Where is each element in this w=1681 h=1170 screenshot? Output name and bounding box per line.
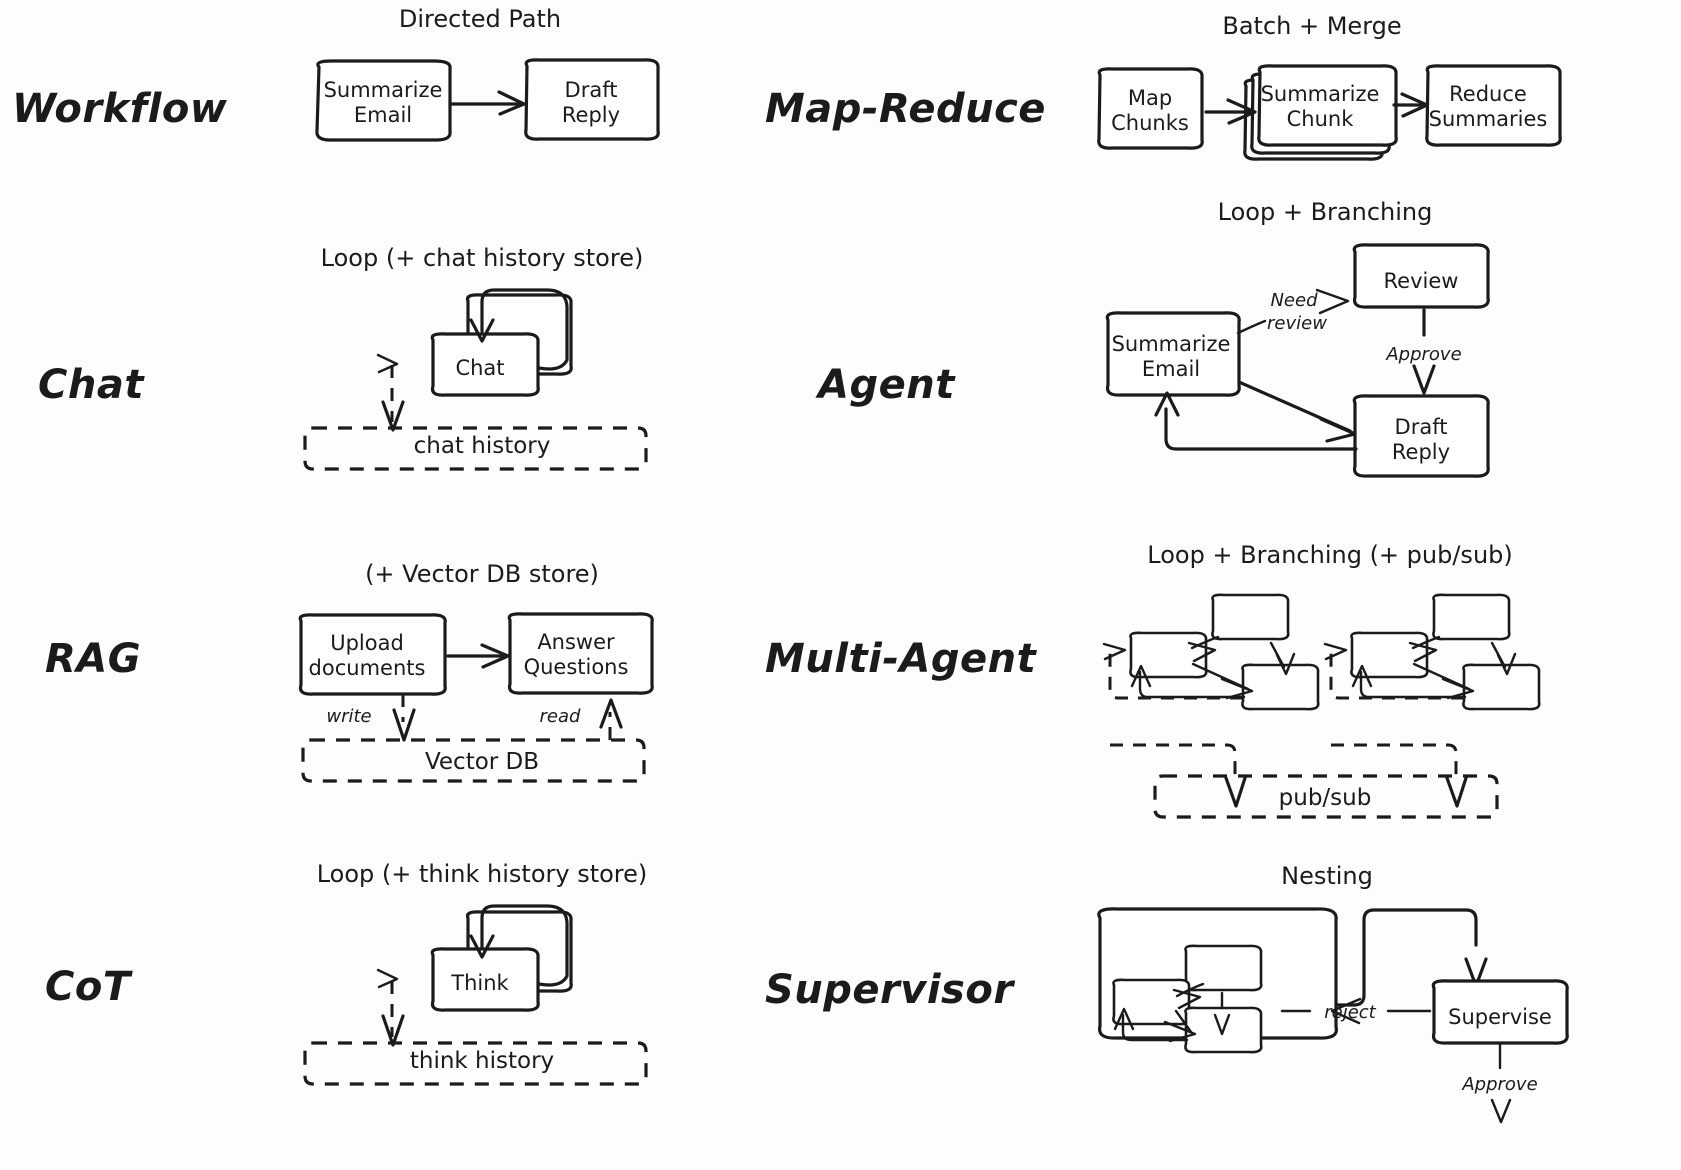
agent-edge-loop-back	[1154, 391, 1358, 451]
node-label: Answer	[537, 630, 615, 654]
caption-nesting: Nesting	[1281, 862, 1373, 890]
agent-node-draft-reply: Draft Reply	[1352, 394, 1490, 478]
caption-loop-think: Loop (+ think history store)	[317, 860, 648, 888]
mapreduce-node-summarize-chunk-stack: Summarize Chunk	[1243, 64, 1398, 161]
edge-label-review: review	[1267, 313, 1327, 334]
supervisor-nested-group	[1097, 907, 1338, 1054]
row-label-cot: CoT	[45, 964, 133, 1010]
edge-label-read: read	[540, 706, 582, 727]
cot-store-edge	[376, 968, 405, 1047]
rag-store-vector-db: Vector DB	[301, 738, 646, 783]
edge-label-write: write	[326, 706, 371, 727]
row-label-agent: Agent	[815, 362, 956, 408]
edge-label-need: Need	[1270, 290, 1318, 311]
multiagent-cluster-b	[1323, 593, 1541, 808]
store-label: think history	[410, 1048, 554, 1074]
node-label: Questions	[524, 655, 629, 679]
workflow-node-draft-reply: Draft Reply	[524, 58, 660, 141]
cluster-a-node-top	[1211, 593, 1290, 641]
chat-store-edge	[376, 353, 405, 432]
row-label-supervisor: Supervisor	[765, 967, 1015, 1013]
cot-node-think: Think	[430, 947, 540, 1012]
cluster-b-node-right	[1462, 663, 1541, 711]
caption-vector-db: (+ Vector DB store)	[365, 560, 599, 588]
edge-label-reject: reject	[1324, 1002, 1376, 1023]
chat-node: Chat	[430, 332, 540, 397]
node-label: Summarize	[324, 78, 443, 102]
node-label: Email	[354, 103, 412, 127]
supervisor-node-supervise: Supervise	[1431, 979, 1569, 1045]
node-label: documents	[309, 656, 426, 680]
store-label: chat history	[414, 433, 551, 459]
agent-node-review: Review	[1352, 243, 1490, 309]
node-label: Think	[450, 971, 509, 995]
cot-store-think-history: think history	[303, 1041, 648, 1086]
edge-label-approve: Approve	[1461, 1074, 1537, 1095]
mapreduce-node-reduce-summaries: Reduce Summaries	[1425, 64, 1562, 147]
agent-edge-approve: Approve	[1385, 308, 1462, 395]
workflow-node-summarize-email: Summarize Email	[315, 59, 452, 142]
sup-node-top	[1184, 944, 1263, 992]
rag-node-answer-questions: Answer Questions	[507, 612, 654, 695]
edge-label-approve: Approve	[1385, 344, 1461, 365]
row-label-chat: Chat	[38, 362, 145, 408]
rag-edge-write: write	[326, 694, 416, 742]
node-label: Reduce	[1449, 82, 1527, 106]
node-label: Draft	[1395, 415, 1448, 439]
node-label: Review	[1384, 269, 1459, 293]
row-label-workflow: Workflow	[12, 86, 228, 132]
store-label: Vector DB	[425, 749, 539, 775]
sup-node-left	[1112, 978, 1191, 1026]
row-label-rag: RAG	[45, 636, 141, 682]
node-label: Supervise	[1448, 1005, 1552, 1029]
workflow-edge-1	[449, 90, 526, 116]
caption-loop-branching: Loop + Branching	[1218, 198, 1433, 226]
multiagent-cluster-a	[1102, 593, 1320, 808]
cot-self-loop-edge	[469, 904, 569, 987]
node-label: Chunk	[1287, 107, 1355, 131]
caption-directed-path: Directed Path	[399, 5, 561, 33]
node-label: Reply	[1392, 440, 1450, 464]
supervisor-edge-approve: Approve	[1461, 1041, 1538, 1124]
caption-loop-chat: Loop (+ chat history store)	[321, 244, 644, 272]
node-label: Map	[1128, 86, 1172, 110]
agent-node-summarize-email: Summarize Email	[1105, 311, 1241, 397]
agent-edge-need-review: Need review	[1236, 288, 1350, 335]
rag-edge-read: read	[540, 698, 623, 740]
node-label: Reply	[562, 103, 620, 127]
node-label: Summaries	[1429, 107, 1548, 131]
mapreduce-edge-1	[1204, 98, 1257, 125]
supervisor-edge-reject: reject	[1280, 997, 1432, 1025]
node-label: Chat	[455, 356, 504, 380]
row-label-multi-agent: Multi-Agent	[765, 636, 1038, 682]
caption-loop-branching-pubsub: Loop + Branching (+ pub/sub)	[1147, 541, 1513, 569]
row-label-map-reduce: Map-Reduce	[765, 86, 1046, 132]
node-label: Summarize	[1112, 332, 1231, 356]
mapreduce-edge-2	[1392, 92, 1429, 118]
node-label: Summarize	[1261, 82, 1380, 106]
rag-node-upload-documents: Upload documents	[298, 613, 447, 696]
chat-self-loop-edge	[469, 288, 569, 371]
agent-edge-summarize-to-draft	[1237, 380, 1357, 443]
node-label: Draft	[565, 78, 618, 102]
rag-edge-upload-to-answer	[446, 643, 510, 669]
chat-store-chat-history: chat history	[303, 426, 648, 471]
node-label: Chunks	[1111, 111, 1189, 135]
cluster-a-node-right	[1241, 663, 1320, 711]
node-label: Email	[1142, 357, 1200, 381]
caption-batch-merge: Batch + Merge	[1222, 12, 1401, 40]
mapreduce-node-map-chunks: Map Chunks	[1097, 67, 1204, 150]
store-label: pub/sub	[1279, 785, 1372, 811]
cluster-b-node-top	[1432, 593, 1511, 641]
node-label: Upload	[330, 631, 404, 655]
multiagent-store-pubsub: pub/sub	[1153, 774, 1499, 819]
